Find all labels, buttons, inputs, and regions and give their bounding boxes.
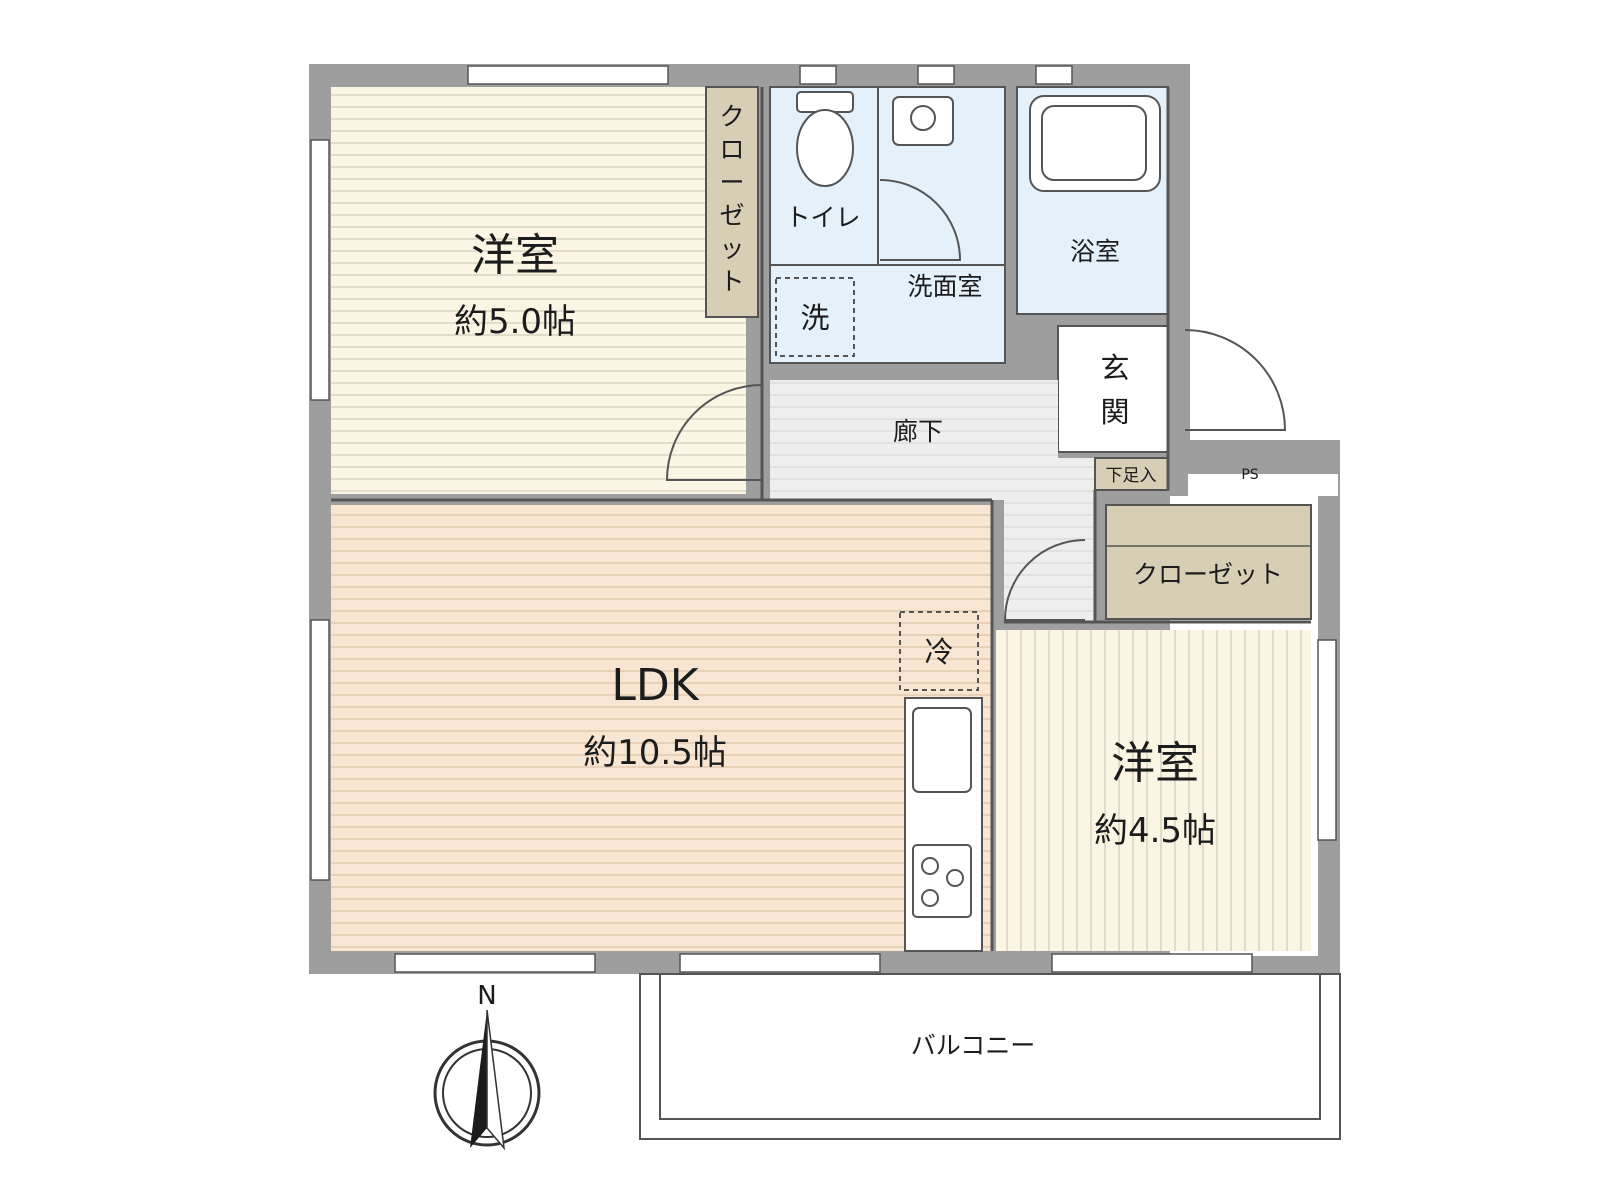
- svg-text:ー: ー: [719, 168, 744, 197]
- svg-text:ッ: ッ: [719, 234, 744, 263]
- compass-north-label: N: [477, 981, 496, 1011]
- svg-text:ゼ: ゼ: [719, 201, 744, 230]
- label-shoe-box: 下足入: [1106, 466, 1157, 486]
- svg-text:ク: ク: [719, 102, 744, 131]
- svg-text:ト: ト: [719, 267, 744, 296]
- room-label-entrance-1: 玄: [1100, 351, 1129, 385]
- room-name-ldk: LDK: [611, 660, 699, 711]
- room-area-ldk: 約10.5帖: [583, 733, 727, 773]
- interior-walls: [331, 87, 1311, 951]
- label-pipe-space: PS: [1241, 467, 1258, 483]
- kitchen-icon: [912, 707, 972, 918]
- room-label-bathroom: 浴室: [1070, 237, 1120, 266]
- svg-text:ロ: ロ: [719, 135, 744, 164]
- toilet-icon: [796, 91, 854, 187]
- room-label-hallway: 廊下: [893, 417, 943, 446]
- balcony-outline: [639, 973, 1341, 1140]
- label-closet-vertical: ク ロ ー ゼ ッ ト: [719, 102, 744, 296]
- room-label-toilet: トイレ: [785, 203, 860, 232]
- washer-space: [775, 277, 855, 357]
- room-name-western-1: 洋室: [471, 230, 559, 281]
- label-washer: 洗: [800, 301, 829, 335]
- sink-icon: [892, 96, 954, 146]
- room-label-entrance-2: 関: [1100, 395, 1129, 429]
- room-area-western-1: 約5.0帖: [454, 302, 576, 342]
- door-swings: [665, 179, 1287, 621]
- windows: [310, 65, 1337, 973]
- fridge-space: [899, 611, 979, 691]
- label-fridge: 冷: [924, 635, 953, 669]
- room-area-western-2: 約4.5帖: [1094, 811, 1216, 851]
- compass-icon: [433, 1009, 541, 1151]
- label-closet-horizontal: クローゼット: [1133, 560, 1283, 589]
- room-name-western-2: 洋室: [1111, 738, 1199, 789]
- room-label-washroom: 洗面室: [907, 272, 982, 301]
- label-balcony: バルコニー: [911, 1031, 1036, 1060]
